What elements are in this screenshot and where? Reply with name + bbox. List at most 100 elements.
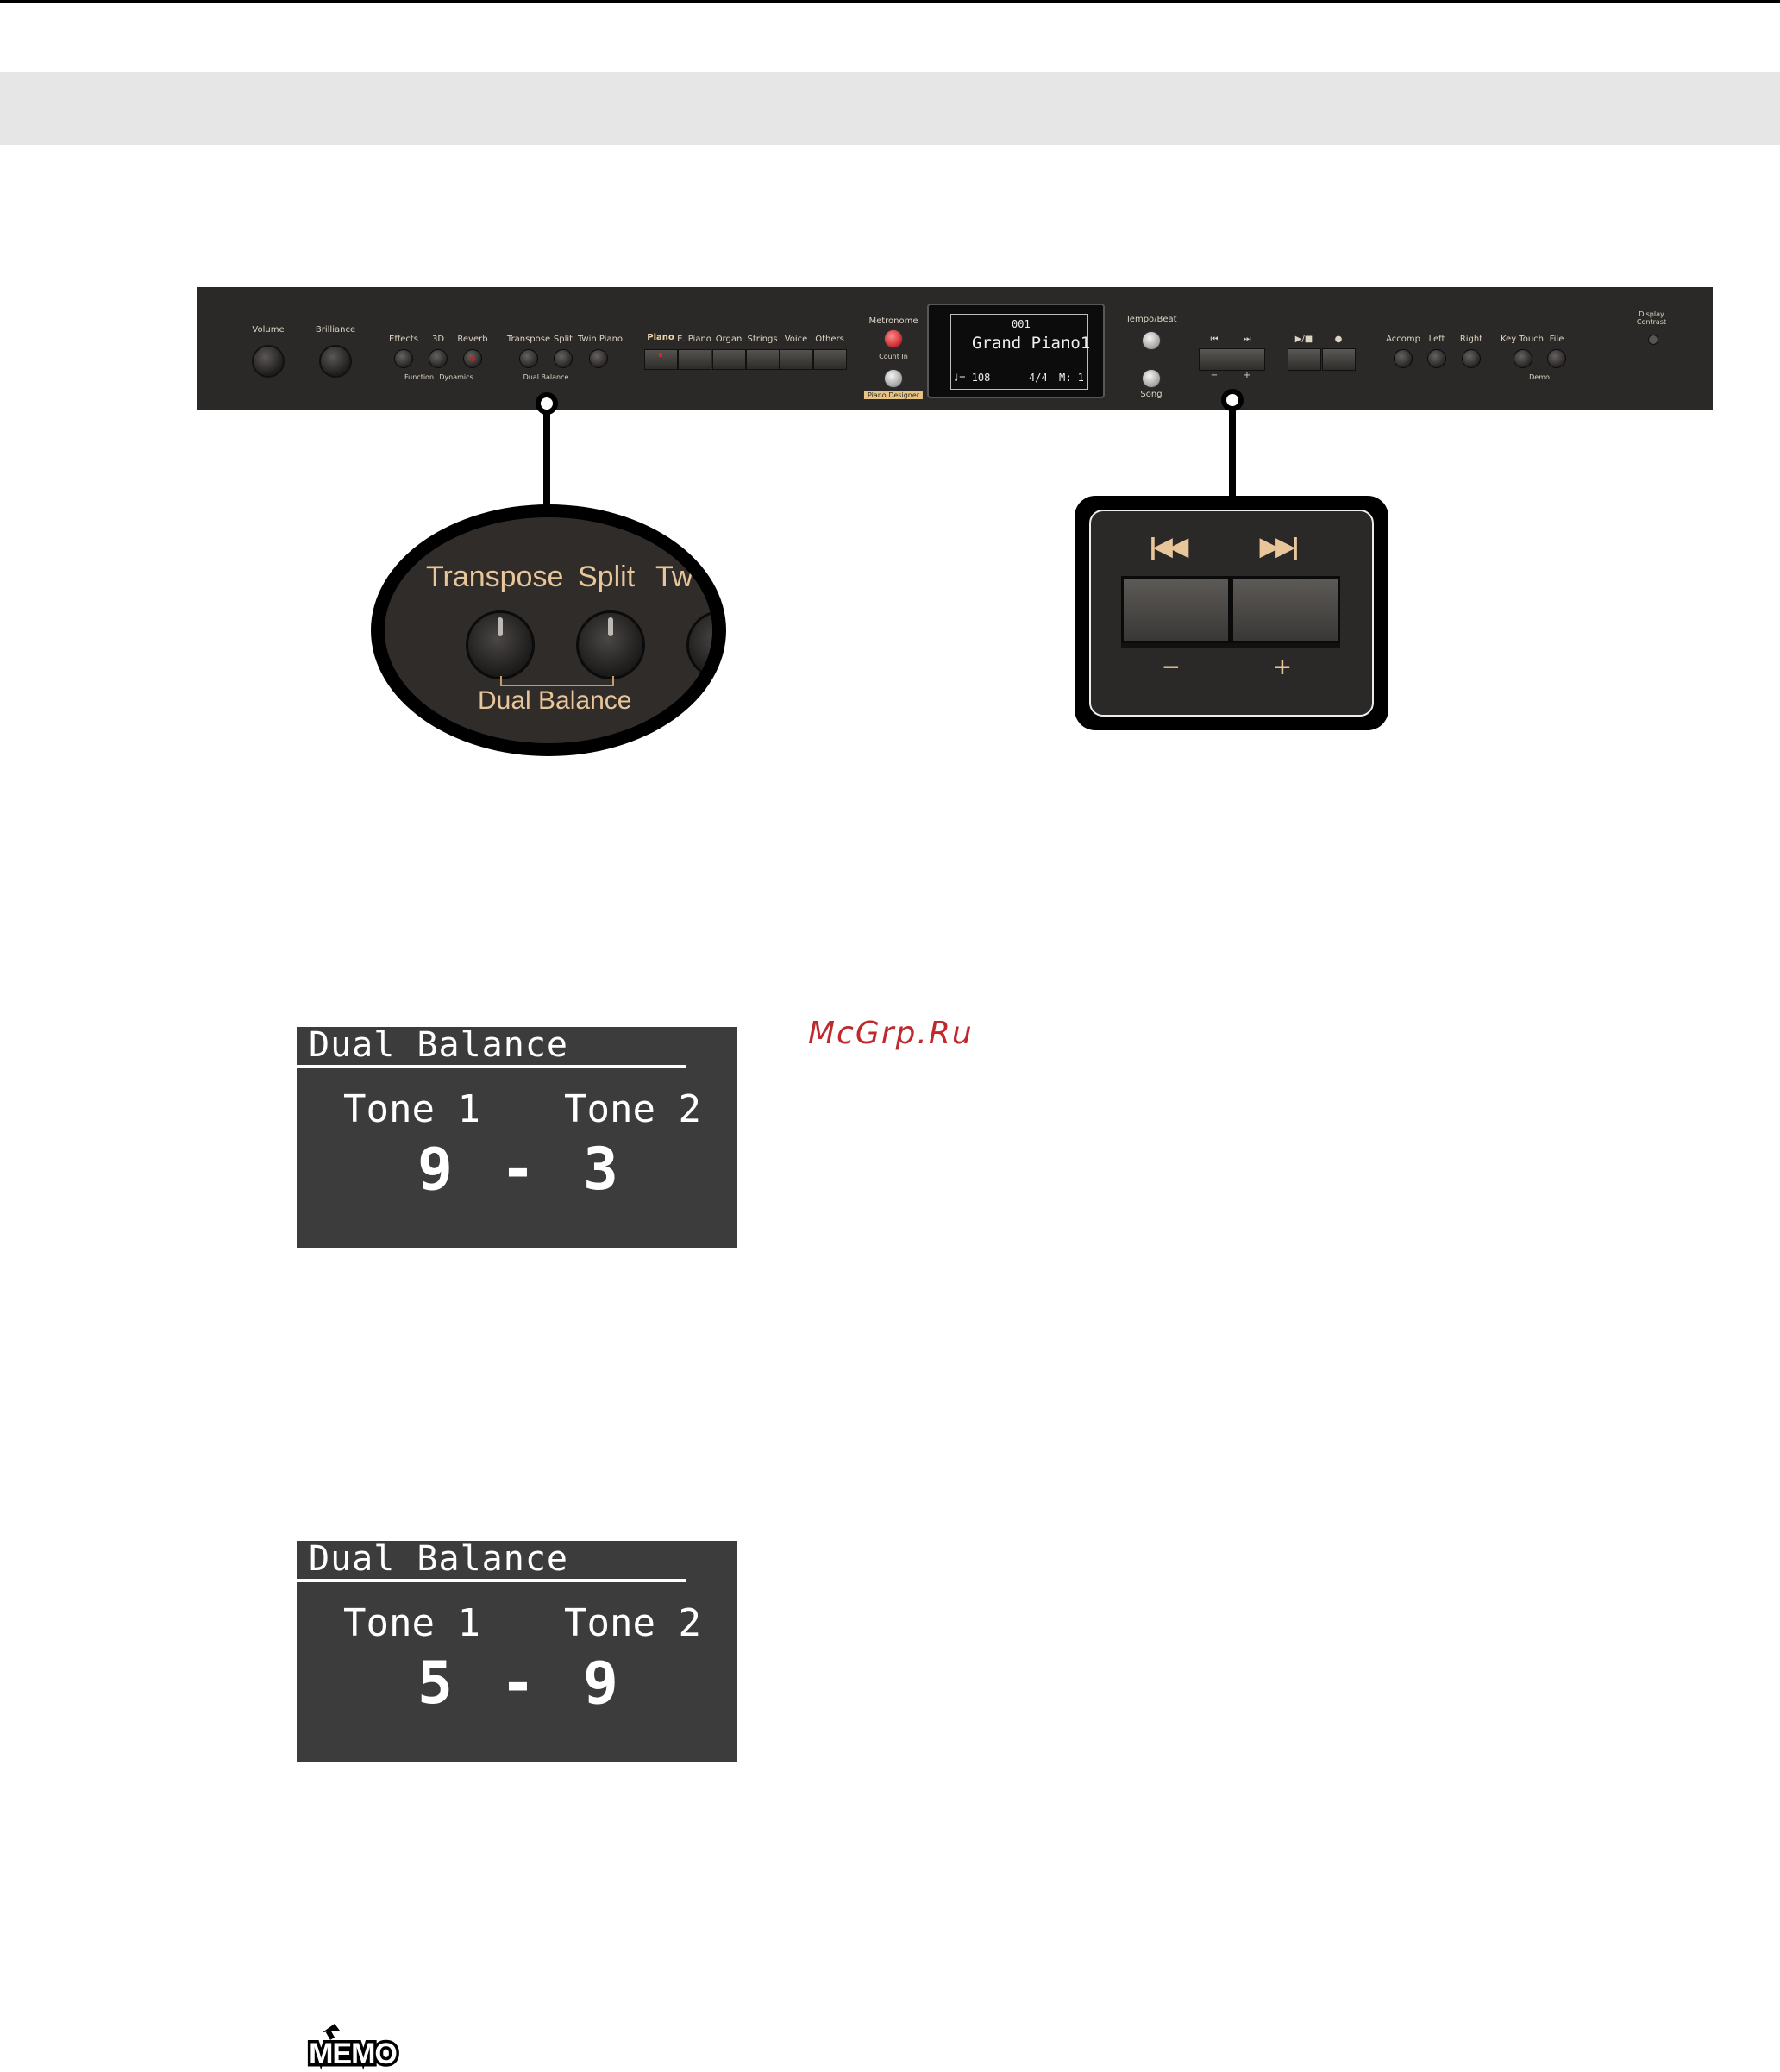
ff-label: ⏭: [1243, 335, 1251, 344]
section-header-bar: [0, 72, 1780, 145]
volume-label: Volume: [252, 325, 285, 335]
display-contrast-knob[interactable]: [1648, 335, 1658, 345]
screen2-tone2-label: Tone 2: [564, 1601, 701, 1645]
screen2-tone1-value: 5: [417, 1649, 453, 1718]
metronome-button[interactable]: [884, 329, 903, 348]
key-touch-button[interactable]: [1514, 349, 1532, 368]
rew-minus-button[interactable]: [1199, 348, 1232, 371]
zoom-split-knob[interactable]: [576, 610, 645, 679]
lcd-tone-name: Grand Piano1: [972, 334, 1091, 353]
zoom-ff-icon: ▶▶|: [1260, 533, 1299, 560]
metronome-label: Metronome: [868, 316, 918, 326]
zoom-rew-icon: |◀◀: [1150, 533, 1188, 560]
file-button[interactable]: [1547, 349, 1566, 368]
effects-button[interactable]: [394, 349, 413, 368]
screen1-title-rule: [297, 1065, 686, 1068]
dynamics-label: Dynamics: [439, 373, 473, 381]
demo-label: Demo: [1529, 373, 1550, 381]
tone-button-epiano[interactable]: [678, 349, 711, 370]
lcd-beat: 4/4: [1029, 372, 1048, 384]
dual-balance-screen-1: Dual Balance Tone 1 Tone 2 9 - 3: [297, 1025, 737, 1248]
screen2-tone1-label: Tone 1: [343, 1601, 480, 1645]
callout-line-left: [543, 412, 550, 509]
zoom-transpose-knob[interactable]: [466, 610, 535, 679]
zoom-twin-knob[interactable]: [686, 610, 712, 679]
tempo-beat-label: Tempo/Beat: [1125, 315, 1177, 324]
zoom-dual-balance-label: Dual Balance: [478, 686, 632, 715]
reverb-button[interactable]: [463, 349, 482, 368]
reverb-label: Reverb: [457, 335, 488, 344]
twin-piano-button[interactable]: [589, 349, 608, 368]
screen1-tone2-value: 3: [583, 1136, 618, 1204]
split-button[interactable]: [554, 349, 573, 368]
display-contrast-label: Display Contrast: [1636, 310, 1667, 326]
left-button[interactable]: [1427, 349, 1446, 368]
brilliance-label: Brilliance: [315, 325, 356, 335]
zoom-rew-minus-button[interactable]: [1121, 576, 1231, 643]
ff-plus-button[interactable]: [1232, 348, 1265, 371]
screen2-title: Dual Balance: [309, 1539, 568, 1579]
dual-balance-screen-2: Dual Balance Tone 1 Tone 2 5 - 9: [297, 1539, 737, 1762]
play-stop-button[interactable]: [1288, 348, 1321, 371]
watermark-text: McGrp.Ru: [808, 1016, 974, 1051]
tone-label-organ: Organ: [715, 335, 743, 344]
memo-label: MEMO: [309, 2038, 397, 2070]
screen2-dash: -: [500, 1649, 536, 1718]
panel-display: 001 Grand Piano1 ♩= 108 4/4 M: 1: [927, 304, 1105, 398]
lcd-number: 001: [1012, 318, 1031, 330]
lcd-tempo: ♩= 108: [953, 372, 991, 384]
brilliance-knob[interactable]: [319, 345, 352, 378]
split-label: Split: [553, 335, 573, 344]
callout-line-right: [1229, 409, 1236, 498]
zoom-callout-right-inner: |◀◀ ▶▶| − +: [1089, 510, 1374, 717]
piano-designer-label: Piano Designer: [863, 391, 924, 399]
zoom-minus-label: −: [1163, 651, 1180, 684]
tone-button-others[interactable]: [813, 349, 847, 370]
song-label: Song: [1140, 390, 1163, 399]
memo-icon: MEMO: [306, 2024, 400, 2072]
volume-knob[interactable]: [252, 345, 285, 378]
right-button[interactable]: [1462, 349, 1481, 368]
tone-label-others: Others: [815, 335, 844, 344]
screen1-title: Dual Balance: [309, 1025, 568, 1065]
top-rule: [0, 0, 1780, 3]
tone-button-piano[interactable]: [644, 349, 678, 370]
transpose-label: Transpose: [506, 335, 551, 344]
3d-button[interactable]: [429, 349, 448, 368]
accomp-label: Accomp: [1386, 335, 1420, 344]
effects-label: Effects: [389, 335, 418, 344]
left-label: Left: [1428, 335, 1445, 344]
zoom-callout-left-inner: Transpose Split Tw Dual Balance: [385, 517, 712, 743]
rec-label: ●: [1334, 335, 1343, 344]
right-label: Right: [1459, 335, 1483, 344]
song-button[interactable]: [1142, 369, 1161, 388]
tone-button-voice[interactable]: [780, 349, 813, 370]
screen2-tone2-value: 9: [583, 1649, 618, 1718]
plus-label: +: [1243, 371, 1251, 380]
tone-button-strings[interactable]: [746, 349, 780, 370]
tempo-beat-button[interactable]: [1142, 331, 1161, 350]
count-in-label: Count In: [879, 353, 908, 360]
zoom-plus-label: +: [1274, 651, 1291, 684]
minus-label: −: [1210, 371, 1219, 380]
transpose-button[interactable]: [519, 349, 538, 368]
play-stop-label: ▶/■: [1294, 335, 1313, 344]
zoom-dual-balance-bracket: [500, 676, 614, 686]
screen1-tone1-value: 9: [417, 1136, 453, 1204]
zoom-split-label: Split: [578, 560, 636, 593]
tone-button-organ[interactable]: [712, 349, 746, 370]
tone-label-strings: Strings: [747, 335, 778, 344]
lcd-measure: M: 1: [1059, 372, 1084, 384]
screen2-title-rule: [297, 1579, 686, 1582]
piano-designer-button[interactable]: [884, 369, 903, 388]
tone-label-voice: Voice: [784, 335, 808, 344]
accomp-button[interactable]: [1394, 349, 1413, 368]
3d-label: 3D: [431, 335, 445, 344]
rew-label: ⏮: [1210, 335, 1219, 344]
zoom-transpose-label: Transpose: [426, 560, 564, 593]
zoom-ff-plus-button[interactable]: [1231, 576, 1340, 643]
screen1-dash: -: [500, 1136, 536, 1204]
rec-button[interactable]: [1322, 348, 1356, 371]
screen1-tone2-label: Tone 2: [564, 1087, 701, 1131]
tone-label-epiano: E. Piano: [677, 335, 711, 344]
